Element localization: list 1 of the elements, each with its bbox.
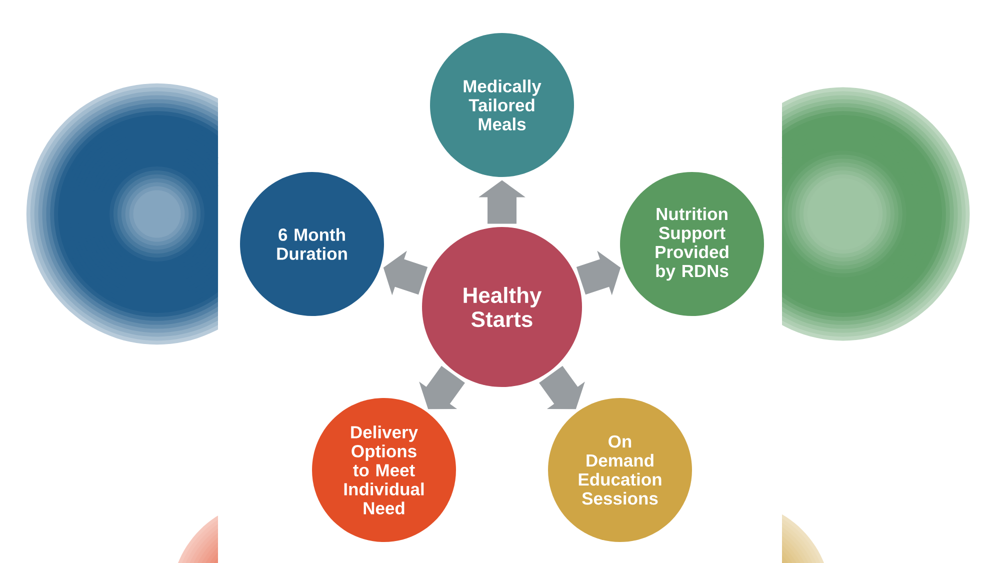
block-arrow <box>539 366 585 410</box>
